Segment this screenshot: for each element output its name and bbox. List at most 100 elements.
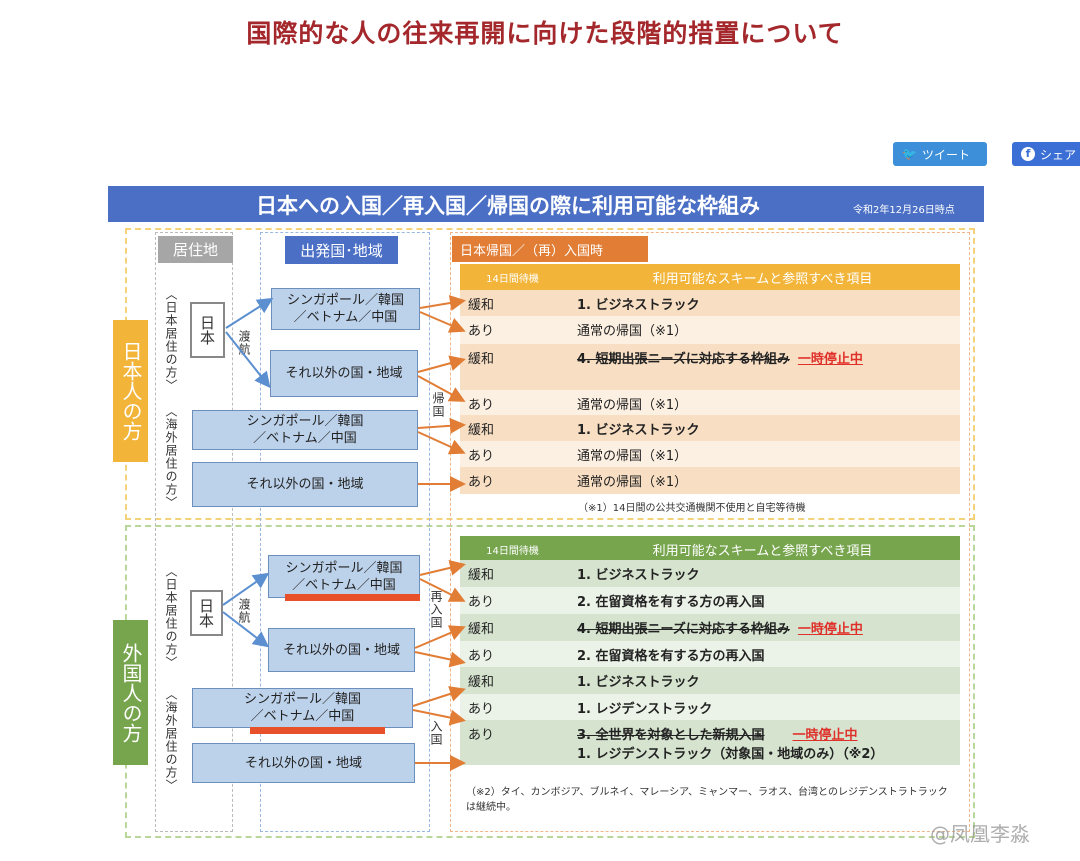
arrow bbox=[225, 297, 274, 329]
scheme-cell: 通常の帰国（※1） bbox=[577, 449, 688, 464]
page-title: 国際的な人の往来再開に向けた段階的措置について bbox=[246, 19, 844, 48]
resident-abroad-label: 〈海外居住の方〉 bbox=[164, 688, 178, 792]
table-row: あり 通常の帰国（※1） bbox=[460, 316, 960, 344]
table-row: あり 通常の帰国（※1） bbox=[460, 467, 960, 494]
table-header: 14日間待機 利用可能なスキームと参照すべき項目 bbox=[460, 264, 960, 290]
table-row: 緩和 1. ビジネストラック bbox=[460, 667, 960, 694]
japanese-label-text: 日本人の方 bbox=[119, 341, 143, 441]
table-row: あり 通常の帰国（※1） bbox=[460, 390, 960, 415]
japan-box: 日本 bbox=[190, 590, 223, 636]
scheme-cell: 通常の帰国（※1） bbox=[577, 475, 688, 490]
scheme-cell: 1. ビジネストラック bbox=[577, 675, 700, 690]
departure-box: それ以外の国・地域 bbox=[270, 350, 418, 397]
weibo-watermark: @凤凰李淼 bbox=[930, 822, 1030, 846]
tweet-button[interactable]: 🐦 ツイート bbox=[893, 142, 987, 166]
foreign-label: 外国人の方 bbox=[113, 620, 148, 765]
scheme-cell: 1. レジデンストラック bbox=[577, 702, 713, 717]
arrow bbox=[222, 611, 270, 648]
japanese-label: 日本人の方 bbox=[113, 320, 148, 462]
wait-cell: 緩和 bbox=[468, 423, 495, 438]
departure-box: それ以外の国・地域 bbox=[268, 628, 415, 672]
header-scheme: 利用可能なスキームと参照すべき項目 bbox=[652, 272, 873, 287]
scheme-cell: 4. 短期出張ニーズに対応する枠組み bbox=[577, 352, 790, 367]
departure-box: シンガポール／韓国 ／ベトナム／中国 bbox=[192, 410, 418, 450]
wait-cell: あり bbox=[468, 649, 495, 664]
departure-column bbox=[260, 232, 430, 832]
japanese-scheme-table: 14日間待機 利用可能なスキームと参照すべき項目 緩和 1. ビジネストラック あり… bbox=[460, 264, 960, 514]
table-row: あり 1. レジデンストラック bbox=[460, 694, 960, 720]
resident-japan-label: 〈日本居住の方〉 bbox=[164, 288, 178, 392]
wait-cell: あり bbox=[468, 324, 495, 339]
wait-cell: あり bbox=[468, 398, 495, 413]
wait-cell: あり bbox=[468, 702, 495, 717]
departure-box: シンガポール／韓国 ／ベトナム／中国 bbox=[271, 288, 420, 330]
scheme-cell: 2. 在留資格を有する方の再入国 bbox=[577, 595, 765, 610]
footnote-2: （※2）タイ、カンボジア、ブルネイ、マレーシア、ミャンマー、ラオス、台湾とのレジ… bbox=[466, 787, 948, 813]
header-wait: 14日間待機 bbox=[486, 546, 539, 557]
table-row: あり 3. 全世界を対象とした新規入国 一時停止中 1. レジデンストラック（対象国・… bbox=[460, 720, 960, 765]
residence-column bbox=[155, 232, 233, 832]
departure-box: それ以外の国・地域 bbox=[192, 743, 415, 783]
twitter-icon: 🐦 bbox=[902, 147, 917, 161]
table-row: 緩和 1. ビジネストラック bbox=[460, 560, 960, 587]
suspended-badge: 一時停止中 bbox=[797, 352, 863, 367]
scheme-cell: 1. ビジネストラック bbox=[577, 298, 700, 313]
resident-abroad-label: 〈海外居住の方〉 bbox=[164, 405, 178, 509]
diagram-banner: 日本への入国／再入国／帰国の際に利用可能な枠組み 令和2年12月26日時点 bbox=[108, 186, 984, 222]
return-label: 帰国 bbox=[431, 392, 445, 418]
entry-label: 入国 bbox=[429, 720, 443, 746]
residence-header: 居住地 bbox=[158, 236, 233, 263]
scheme-cell-2: 1. レジデンストラック（対象国・地域のみ）（※2） bbox=[577, 747, 884, 762]
tweet-label: ツイート bbox=[921, 147, 970, 162]
foreign-label-text: 外国人の方 bbox=[119, 642, 143, 743]
wait-cell: 緩和 bbox=[468, 675, 495, 690]
scheme-cell: 1. ビジネストラック bbox=[577, 423, 700, 438]
wait-cell: 緩和 bbox=[468, 298, 495, 313]
table-header: 14日間待機 利用可能なスキームと参照すべき項目 bbox=[460, 536, 960, 560]
scheme-cell: 1. ビジネストラック bbox=[577, 568, 700, 583]
wait-cell: 緩和 bbox=[468, 622, 495, 637]
arrival-header: 日本帰国／（再）入国時 bbox=[452, 236, 648, 262]
arrow bbox=[225, 331, 271, 389]
highlight-bar bbox=[285, 594, 420, 601]
table-row: あり 2. 在留資格を有する方の再入国 bbox=[460, 641, 960, 667]
foreign-scheme-table: 14日間待機 利用可能なスキームと参照すべき項目 緩和 1. ビジネストラック あり… bbox=[460, 536, 960, 813]
highlight-bar bbox=[250, 727, 385, 734]
suspended-badge: 一時停止中 bbox=[792, 728, 858, 743]
banner-date: 令和2年12月26日時点 bbox=[853, 205, 955, 216]
arrow bbox=[222, 572, 270, 606]
table-row: 緩和 4. 短期出張ニーズに対応する枠組み一時停止中 bbox=[460, 614, 960, 641]
banner-title: 日本への入国／再入国／帰国の際に利用可能な枠組み bbox=[256, 194, 760, 218]
wait-cell: 緩和 bbox=[468, 352, 495, 367]
share-label: シェア bbox=[1040, 147, 1077, 162]
wait-cell: あり bbox=[468, 475, 495, 490]
arrival-column bbox=[450, 232, 970, 832]
facebook-icon: f bbox=[1021, 147, 1035, 161]
scheme-cell: 2. 在留資格を有する方の再入国 bbox=[577, 649, 765, 664]
resident-japan-label: 〈日本居住の方〉 bbox=[164, 565, 178, 669]
departure-box: それ以外の国・地域 bbox=[192, 462, 418, 507]
wait-cell: 緩和 bbox=[468, 568, 495, 583]
departure-box: シンガポール／韓国 ／ベトナム／中国 bbox=[192, 688, 413, 728]
scheme-cell: 通常の帰国（※1） bbox=[577, 398, 688, 413]
footnote-1: （※1）14日間の公共交通機関不使用と自宅等待機 bbox=[578, 503, 806, 514]
table-row: あり 2. 在留資格を有する方の再入国 bbox=[460, 587, 960, 614]
table-row: あり 通常の帰国（※1） bbox=[460, 441, 960, 467]
facebook-share-button[interactable]: f シェア bbox=[1012, 142, 1080, 166]
departure-box: シンガポール／韓国 ／ベトナム／中国 bbox=[268, 555, 420, 598]
departure-header: 出発国･地域 bbox=[285, 236, 398, 264]
scheme-cell: 3. 全世界を対象とした新規入国 bbox=[577, 728, 765, 743]
table-row: 緩和 4. 短期出張ニーズに対応する枠組み一時停止中 bbox=[460, 344, 960, 390]
travel-label: 渡航 bbox=[237, 598, 251, 624]
scheme-cell: 4. 短期出張ニーズに対応する枠組み bbox=[577, 622, 790, 637]
reentry-label: 再入国 bbox=[429, 590, 443, 629]
wait-cell: あり bbox=[468, 449, 495, 464]
japan-box: 日本 bbox=[190, 302, 225, 358]
wait-cell: あり bbox=[468, 728, 495, 743]
wait-cell: あり bbox=[468, 595, 495, 610]
header-wait: 14日間待機 bbox=[486, 274, 539, 285]
header-scheme: 利用可能なスキームと参照すべき項目 bbox=[652, 544, 873, 559]
scheme-cell: 通常の帰国（※1） bbox=[577, 324, 688, 339]
suspended-badge: 一時停止中 bbox=[797, 622, 863, 637]
